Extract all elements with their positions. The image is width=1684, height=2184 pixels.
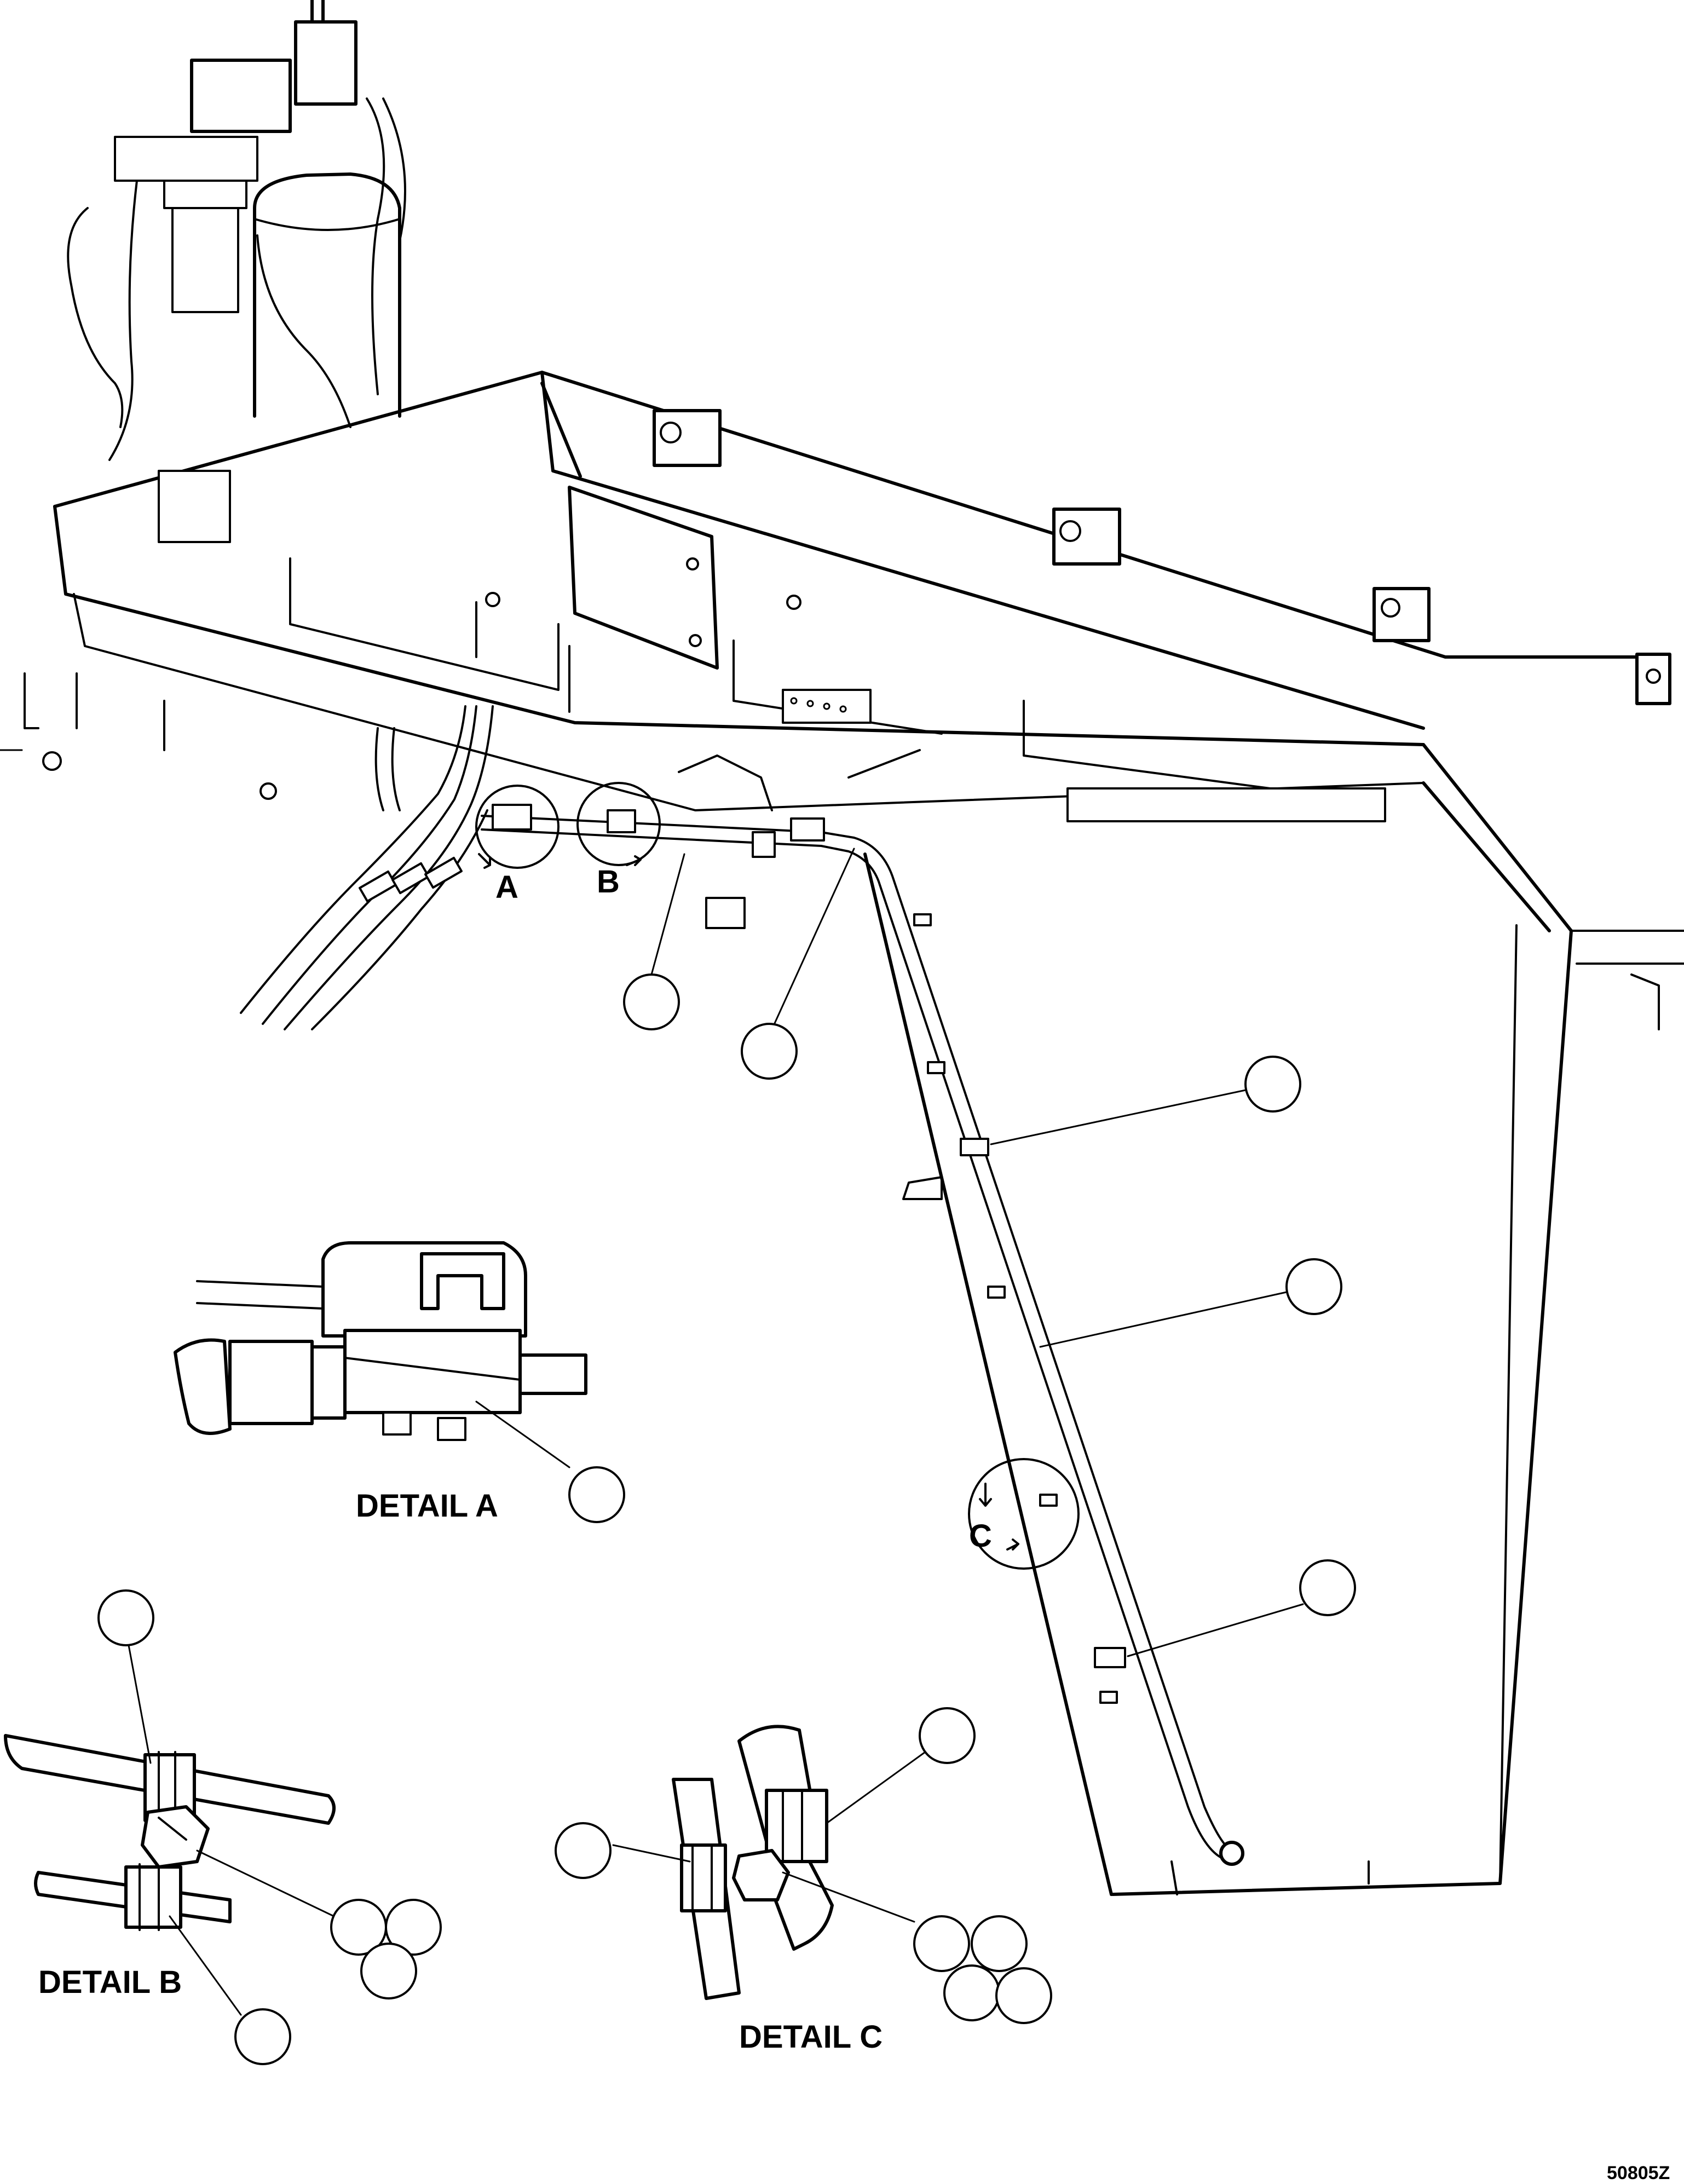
detail-b-label: DETAIL B	[38, 1964, 182, 2000]
pump-reservoir-assembly	[67, 0, 406, 461]
callout-balloon	[234, 2008, 291, 2065]
callout-balloon	[741, 1023, 798, 1080]
view-indicator-c: C	[968, 1458, 1080, 1570]
view-letter-c: C	[969, 1518, 992, 1554]
callout-balloon	[971, 1915, 1028, 1972]
callout-balloon	[995, 1967, 1052, 2024]
callout-balloon	[568, 1466, 625, 1523]
cover-clip	[1052, 508, 1121, 566]
detail-a-label: DETAIL A	[356, 1488, 498, 1524]
view-indicator-a: A	[475, 785, 560, 905]
callout-balloon	[1285, 1258, 1342, 1315]
detail-c: DETAIL C	[555, 1707, 1052, 2055]
hydraulic-tube-route	[481, 804, 1244, 1866]
view-indicator-b: B	[576, 782, 661, 900]
callout-balloon	[913, 1915, 970, 1972]
callout-balloon	[97, 1589, 154, 1646]
view-letter-a: A	[495, 869, 518, 905]
detail-c-label: DETAIL C	[739, 2019, 883, 2055]
callout-balloon	[555, 1822, 612, 1879]
drawing-number: 50805Z	[1607, 2163, 1670, 2183]
cover-clip	[653, 409, 722, 467]
frame-platform	[0, 371, 1671, 822]
callout-balloon	[360, 1943, 417, 1999]
detail-a: DETAIL A	[174, 1241, 625, 1524]
callout-balloon	[623, 973, 680, 1030]
callout-balloon	[1299, 1559, 1356, 1616]
callout-balloon	[943, 1964, 1000, 2021]
callout-balloon	[919, 1707, 976, 1764]
callout-balloon	[1244, 1056, 1301, 1113]
callout-balloon	[385, 1899, 442, 1956]
side-panel	[863, 743, 1684, 1896]
cover-clip	[1635, 653, 1671, 705]
cover-clip	[1372, 587, 1431, 642]
hydraulic-hose-bundle	[240, 705, 494, 1030]
callout-group-main	[623, 848, 1356, 1657]
detail-b: DETAIL B	[4, 1589, 442, 2065]
view-letter-b: B	[597, 864, 620, 900]
